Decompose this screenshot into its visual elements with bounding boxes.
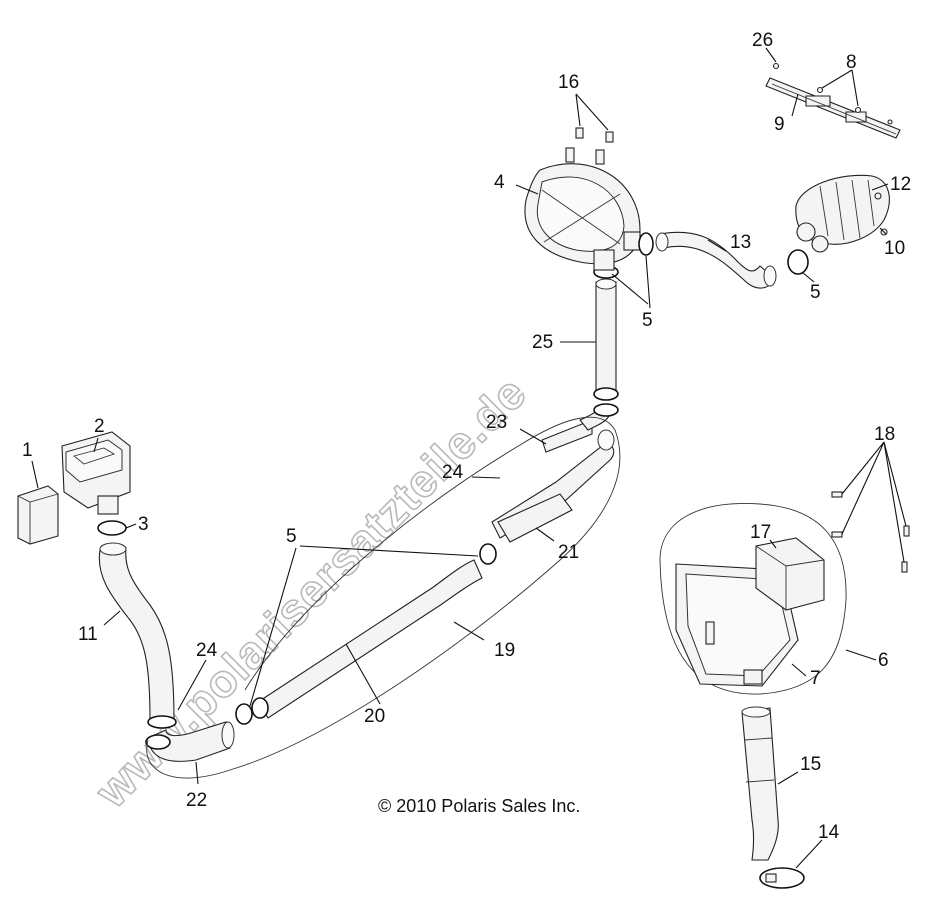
callout-15: 15 xyxy=(800,754,821,775)
part-11-duct xyxy=(98,542,177,729)
part-12-engine xyxy=(795,174,890,253)
part-3-clamp xyxy=(97,520,127,536)
part-20-long-duct xyxy=(235,543,497,725)
part-9-bracket xyxy=(765,62,901,139)
callout-5-c: 5 xyxy=(810,282,821,303)
callout-8: 8 xyxy=(846,52,857,73)
callout-11: 11 xyxy=(78,624,98,645)
leader-lines xyxy=(31,47,907,869)
callout-labels: 1 2 3 11 24 22 5 20 19 24 23 21 25 5 4 1… xyxy=(22,30,911,843)
callout-5-b: 5 xyxy=(642,310,653,331)
part-4-filter-housing xyxy=(524,147,654,271)
callout-2: 2 xyxy=(94,416,105,437)
callout-23: 23 xyxy=(486,412,507,433)
callout-3: 3 xyxy=(138,514,149,535)
callout-1: 1 xyxy=(22,440,33,461)
part-14-hose-clamp xyxy=(759,867,805,889)
callout-21: 21 xyxy=(558,542,579,563)
callout-25: 25 xyxy=(532,332,553,353)
part-16-screws xyxy=(575,127,614,143)
part-25-duct xyxy=(593,265,619,417)
callout-16: 16 xyxy=(558,72,579,93)
callout-5-a: 5 xyxy=(286,526,297,547)
callout-22: 22 xyxy=(186,790,207,811)
part-15-duct xyxy=(741,706,779,861)
callout-13: 13 xyxy=(730,232,751,253)
part-18-screws xyxy=(831,491,910,573)
callout-20: 20 xyxy=(364,706,385,727)
part-22-elbow xyxy=(145,721,235,762)
part-13-hose xyxy=(655,231,777,289)
callout-19: 19 xyxy=(494,640,515,661)
callout-12: 12 xyxy=(890,174,911,195)
copyright-notice: © 2010 Polaris Sales Inc. xyxy=(378,796,580,816)
callout-24-b: 24 xyxy=(442,462,464,483)
part-17-foam-pad xyxy=(755,537,825,611)
callout-26: 26 xyxy=(752,30,773,51)
callout-18: 18 xyxy=(874,424,895,445)
part-21-resonator xyxy=(491,429,615,543)
callout-10: 10 xyxy=(884,238,905,259)
callout-17: 17 xyxy=(750,522,771,543)
callout-7: 7 xyxy=(810,668,821,689)
callout-24-a: 24 xyxy=(196,640,218,661)
part-1-foam-block xyxy=(17,485,59,545)
part-5-clamp-engine xyxy=(787,249,809,275)
callout-14: 14 xyxy=(818,822,840,843)
part-19-cover-outline xyxy=(146,416,621,779)
callout-9: 9 xyxy=(774,114,785,135)
callout-6: 6 xyxy=(878,650,889,671)
part-2-air-box xyxy=(61,431,131,515)
callout-4: 4 xyxy=(494,172,505,193)
